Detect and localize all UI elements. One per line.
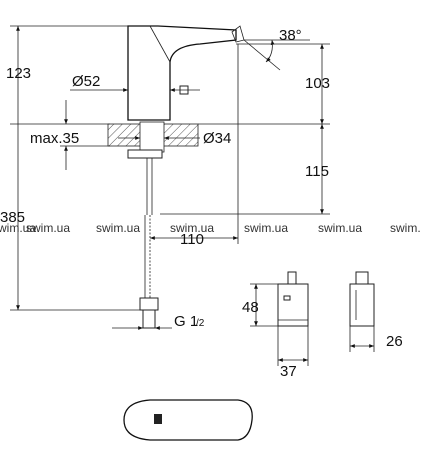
dim-left-vertical [10,25,140,311]
watermark: swim.ua [0,221,36,235]
electronic-box-side [349,271,375,327]
watermark: swim.ua [26,221,70,235]
supply-hose [139,215,159,329]
electronic-box-front [277,271,309,327]
watermark-row: swim.ua swim.ua swim.ua swim.ua swim.ua … [0,221,421,235]
label-overall-height: 385 [0,209,25,226]
watermark: swim.ua [96,221,140,235]
spout-top-view [123,399,253,441]
dim-angle [243,39,310,71]
label-reach: 110 [180,231,204,248]
label-spout-diameter: Ø52 [72,73,100,90]
watermark: swim.ua [170,221,214,235]
dim-deck [60,100,110,170]
faucet-body [127,25,245,121]
label-box-depth: 26 [386,333,403,350]
label-hole-diameter: Ø34 [203,130,231,147]
dim-right-vertical [160,43,330,215]
dim-box-width [277,326,309,366]
watermark: swim.ua [390,221,421,235]
label-height-upper: 123 [6,65,31,82]
dim-box-depth [349,326,375,352]
label-max-deck: max.35 [30,130,79,147]
label-box-height: 48 [242,299,259,316]
watermark: swim.ua [318,221,362,235]
label-spout-height: 103 [305,75,330,92]
label-thread: G 1 [174,313,198,330]
label-box-width: 37 [280,363,297,380]
deck-section [107,121,199,215]
dim-box-height [250,283,278,327]
watermark: swim.ua [244,221,288,235]
label-angle: 38° [279,27,302,44]
label-below-deck: 115 [305,163,329,180]
label-thread-fraction: /2 [196,318,205,329]
dim-reach [150,44,239,244]
